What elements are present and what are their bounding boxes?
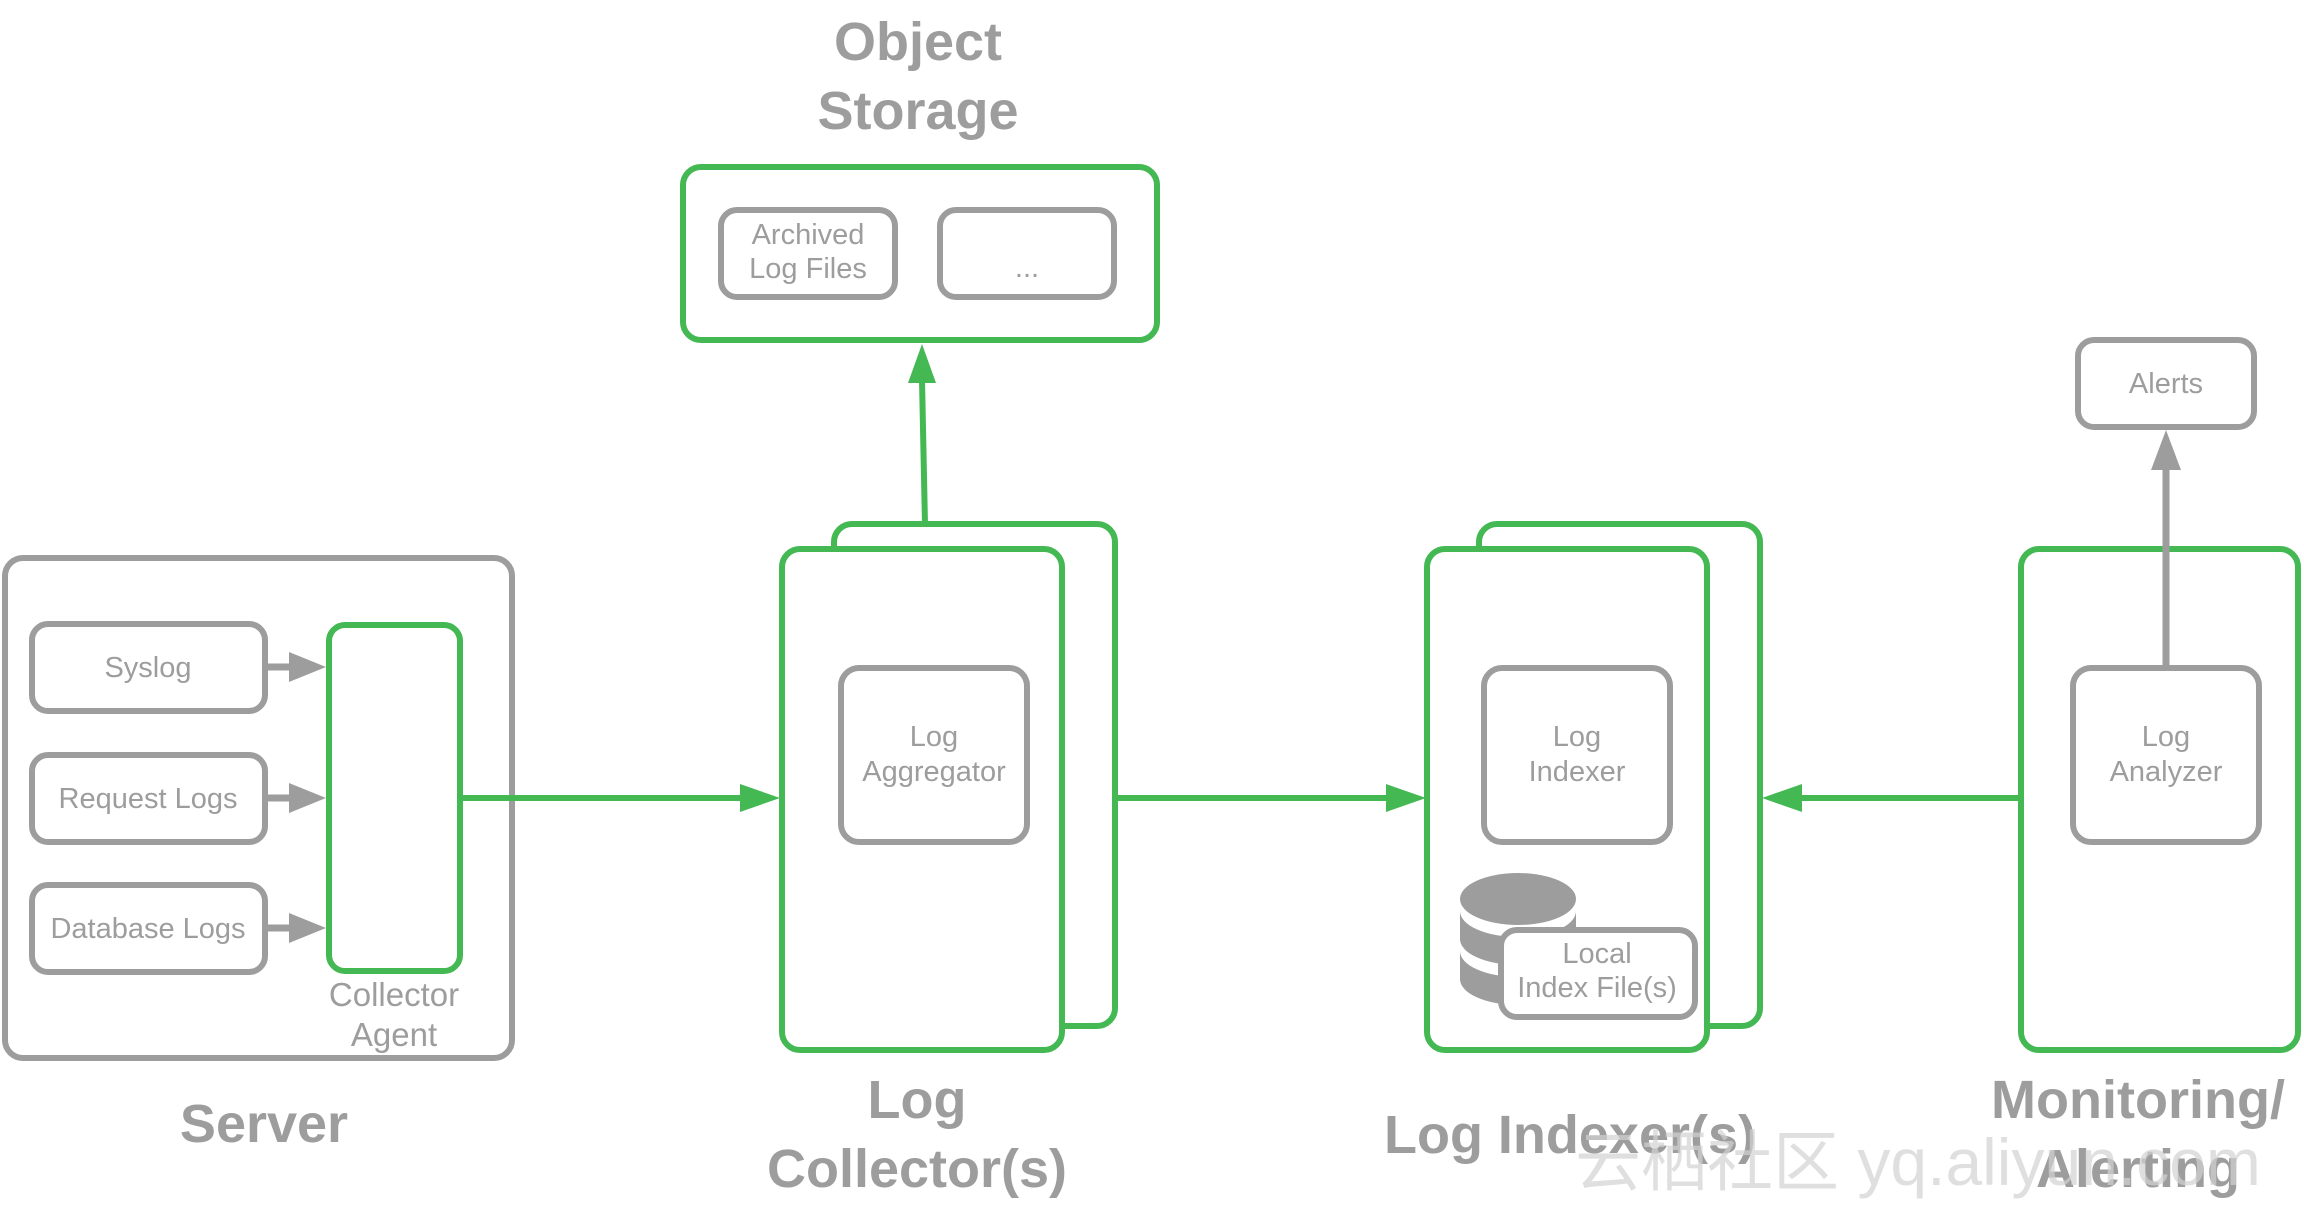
storage-more-label: ...: [1015, 252, 1039, 284]
server-title: Server: [180, 1094, 348, 1154]
log-analyzer-label-line1: Log: [2142, 721, 2190, 753]
collector-to-storage-arrow-line: [919, 379, 928, 526]
object-storage-title-line1: Object: [834, 12, 1002, 72]
database-logs-label: Database Logs: [50, 913, 245, 945]
collector-to-storage-arrowhead: [908, 344, 936, 383]
collector-agent-label-line1: Collector: [329, 976, 459, 1013]
storage-more-box: [937, 207, 1117, 300]
log-aggregator-label-line2: Aggregator: [862, 756, 1006, 788]
log-aggregator-box: [838, 665, 1030, 845]
collector-agent-box: [326, 622, 463, 974]
alerts-box: [2075, 337, 2257, 430]
log-collectors-title-line2: Collector(s): [767, 1139, 1067, 1199]
alerts-label: Alerts: [2129, 368, 2203, 400]
syslog-arrowhead: [289, 652, 326, 682]
local-index-files-box: [1498, 927, 1698, 1020]
log-collectors-title-line1: Log: [868, 1070, 967, 1130]
collector-to-indexer-arrowhead: [1386, 784, 1426, 812]
log-analyzer-label-line2: Analyzer: [2110, 756, 2223, 788]
log-aggregator-label-line1: Log: [910, 721, 958, 753]
archived-log-files-label-line1: Archived: [752, 219, 865, 251]
syslog-label: Syslog: [104, 652, 191, 684]
database-logs-arrowhead: [289, 913, 326, 943]
object-storage-title-line2: Storage: [817, 81, 1018, 141]
monitoring-to-indexer-arrowhead: [1762, 784, 1802, 812]
request-logs-arrowhead: [289, 783, 326, 813]
archived-log-files-label-line2: Log Files: [749, 253, 867, 285]
watermark-text: 云栖社区 yq.aliyun.com: [1575, 1125, 2261, 1199]
agent-to-collector-arrowhead: [740, 784, 780, 812]
monitoring-title-line1: Monitoring/: [1991, 1070, 2285, 1130]
local-index-files-label-line1: Local: [1562, 938, 1631, 970]
local-index-files-label-line2: Index File(s): [1517, 972, 1677, 1004]
monitoring-title-line2: Alerting: [2036, 1139, 2240, 1199]
log-indexer-inner-box: [1481, 665, 1673, 845]
log-indexer-label-line2: Indexer: [1529, 756, 1626, 788]
request-logs-label: Request Logs: [59, 783, 238, 815]
archived-log-files-box: [718, 207, 898, 300]
log-analyzer-box: [2070, 665, 2262, 845]
log-indexer-label-line1: Log: [1553, 721, 1601, 753]
analyzer-to-alerts-arrowhead: [2151, 430, 2181, 470]
collector-agent-label-line2: Agent: [351, 1016, 437, 1053]
log-indexers-title: Log Indexer(s): [1384, 1105, 1756, 1165]
